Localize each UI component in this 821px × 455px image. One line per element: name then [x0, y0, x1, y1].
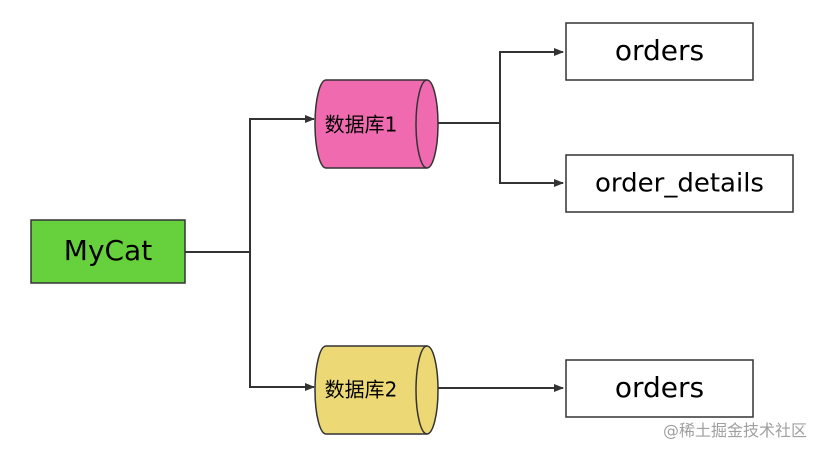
database-1-node: 数据库1 — [314, 79, 439, 169]
connector-db1-to-orders — [437, 48, 564, 124]
db1-orders-table: orders — [565, 22, 754, 81]
db2-orders-table: orders — [565, 359, 754, 418]
db2-orders-label: orders — [615, 371, 704, 404]
mycat-box — [30, 219, 186, 284]
database-1-rim — [415, 79, 428, 169]
database-2-label: 数据库2 — [325, 378, 398, 402]
db1-orders-box — [565, 22, 754, 81]
db2-orders-box — [565, 359, 754, 418]
mycat-node: MyCat — [30, 219, 186, 284]
connector-db1-to-order-details — [499, 123, 564, 187]
connectors — [185, 48, 564, 392]
database-2-rim — [415, 345, 428, 435]
db1-orders-label: orders — [615, 34, 704, 67]
connector-mycat-to-db1 — [185, 115, 315, 253]
connector-mycat-to-db2 — [249, 252, 315, 391]
watermark: @稀土掘金技术社区 — [662, 421, 807, 440]
database-1-label: 数据库1 — [325, 113, 398, 137]
db1-order-details-box — [565, 154, 794, 213]
db1-order-details-table: order_details — [565, 154, 794, 213]
database-2-node: 数据库2 — [314, 345, 439, 435]
mycat-label: MyCat — [64, 234, 152, 267]
db1-order-details-label: order_details — [595, 169, 764, 199]
